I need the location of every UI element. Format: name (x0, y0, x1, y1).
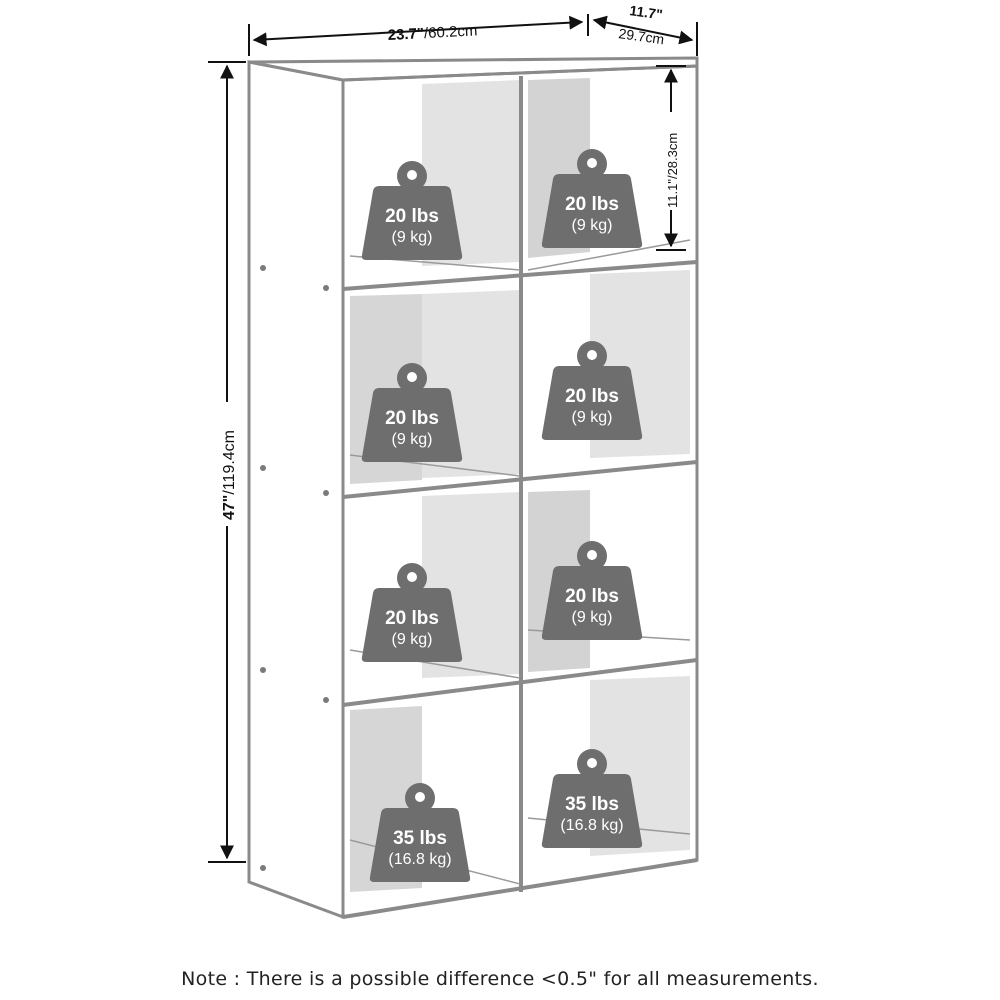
weight-capacity-lbs: 20 lbs (385, 408, 439, 429)
weight-icon: 20 lbs (9 kg) (361, 363, 463, 462)
measurement-note: Note : There is a possible difference <0… (181, 968, 819, 990)
depth-label-cm: 29.7cm (618, 25, 666, 47)
depth-label-in: 11.7" (629, 2, 664, 22)
depth-dimension (592, 15, 698, 56)
weight-capacity-lbs: 20 lbs (565, 194, 619, 215)
weight-capacity-lbs: 20 lbs (385, 206, 439, 227)
weight-capacity-lbs: 20 lbs (565, 586, 619, 607)
weight-capacity-kg: (9 kg) (572, 409, 613, 426)
width-dimension (248, 14, 589, 56)
weight-capacity-lbs: 35 lbs (393, 828, 447, 849)
cube-height-label: 11.1"/28.3cm (665, 133, 680, 208)
weight-capacity-kg: (9 kg) (392, 229, 433, 246)
weight-icon: 20 lbs (9 kg) (361, 563, 463, 662)
width-label: 23.7"/60.2cm (387, 22, 477, 44)
weight-capacity-kg: (9 kg) (392, 431, 433, 448)
weight-capacity-lbs: 20 lbs (385, 608, 439, 629)
weight-icon: 20 lbs (9 kg) (541, 149, 643, 248)
weight-capacity-kg: (9 kg) (572, 609, 613, 626)
weight-capacity-kg: (16.8 kg) (560, 817, 623, 834)
weight-capacity-lbs: 35 lbs (565, 794, 619, 815)
weight-capacity-lbs: 20 lbs (565, 386, 619, 407)
shelves (342, 76, 698, 919)
side-panel (247, 60, 345, 920)
weight-icon: 20 lbs (9 kg) (541, 341, 643, 440)
weight-icons: 20 lbs(9 kg)20 lbs(9 kg)20 lbs(9 kg)20 l… (361, 149, 643, 882)
weight-icon: 20 lbs (9 kg) (541, 541, 643, 640)
weight-capacity-kg: (9 kg) (392, 631, 433, 648)
weight-capacity-kg: (9 kg) (572, 217, 613, 234)
weight-capacity-kg: (16.8 kg) (388, 851, 451, 868)
height-label: 47"/119.4cm (221, 430, 238, 520)
weight-icon: 20 lbs (9 kg) (361, 161, 463, 260)
height-dimension (208, 61, 246, 863)
weight-icon: 35 lbs (16.8 kg) (541, 749, 643, 848)
side-panel-holes (260, 265, 329, 871)
cube-height-dimension (656, 65, 686, 251)
weight-icon: 35 lbs (16.8 kg) (369, 783, 471, 882)
